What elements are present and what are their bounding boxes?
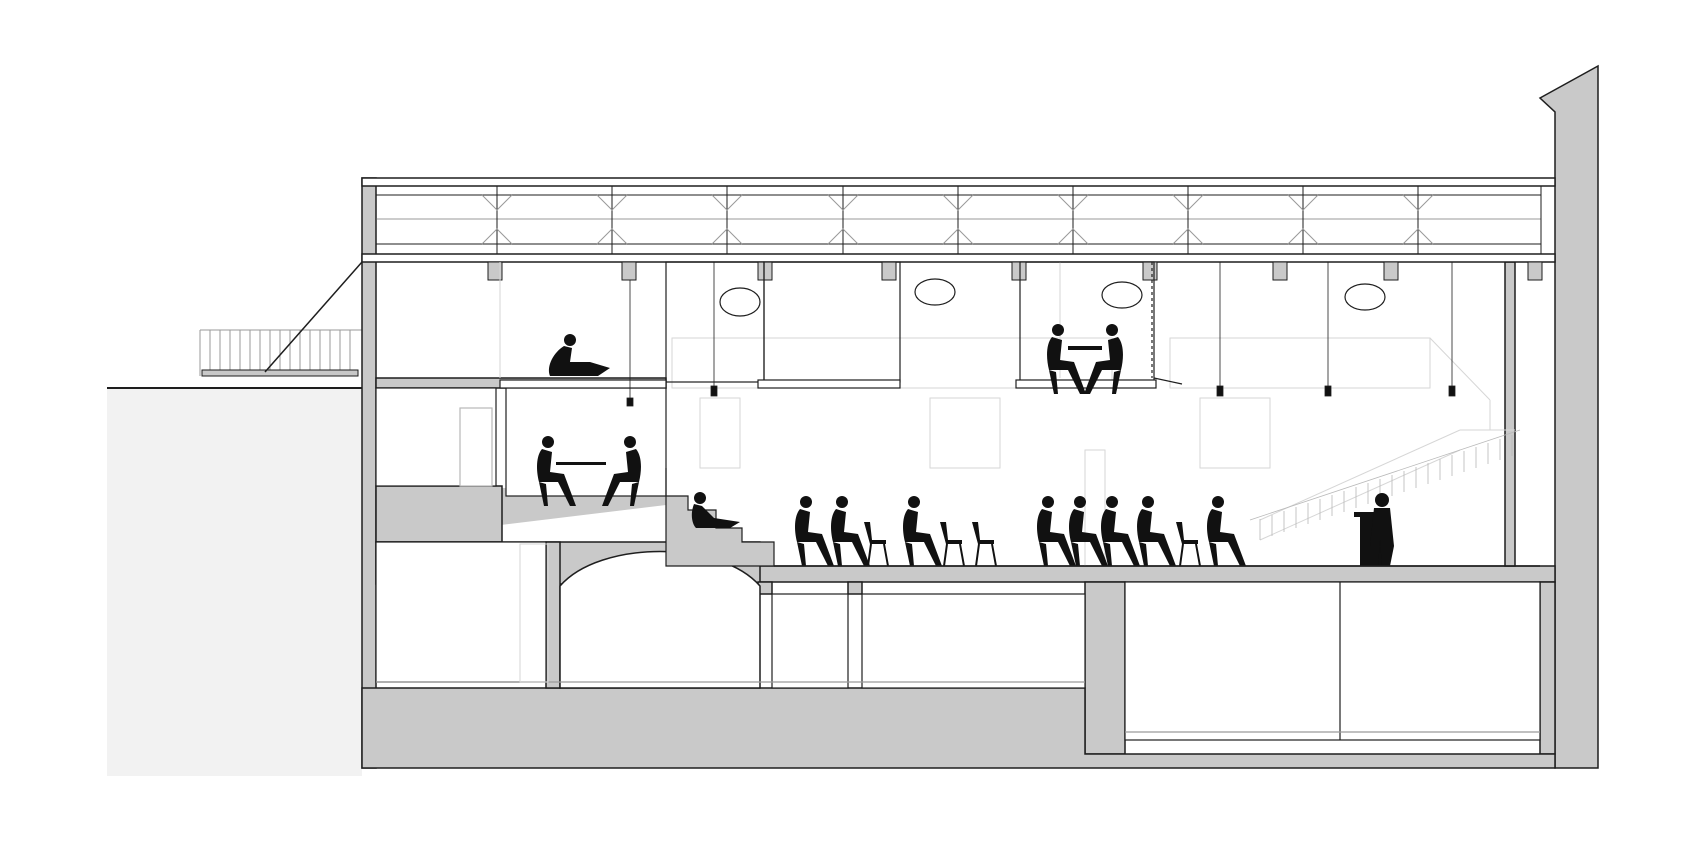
oval-skylights	[719, 278, 1386, 317]
office-table	[556, 462, 606, 465]
stair-railing	[1249, 429, 1521, 540]
exterior-terrace	[199, 261, 363, 377]
empty-chair-2	[939, 521, 965, 567]
roof-truss	[361, 177, 1556, 263]
audience-member-1	[795, 496, 834, 566]
person-lounging	[548, 334, 610, 376]
person-on-steps	[691, 492, 740, 528]
people	[537, 324, 1394, 567]
audience-row-back	[1037, 496, 1246, 567]
suspended-meeting-boxes	[499, 261, 1183, 389]
ceiling-beams	[487, 261, 1543, 281]
basement-rooms	[375, 541, 1541, 741]
speaker	[1370, 493, 1394, 566]
side-rooms	[375, 387, 667, 497]
pendant-lights	[626, 262, 1456, 407]
stepped-seating	[665, 468, 775, 567]
empty-chair-3	[971, 521, 997, 567]
audience-member-6	[1101, 496, 1140, 566]
exterior-ground	[107, 387, 362, 776]
empty-chair-1	[863, 521, 889, 567]
audience-row-front	[795, 496, 997, 567]
empty-chair-4	[1175, 521, 1201, 567]
audience-member-3	[903, 496, 942, 566]
audience-member-2	[831, 496, 870, 566]
meeting-table	[1068, 346, 1102, 350]
vaulted-arch	[559, 550, 761, 689]
audience-member-7	[1137, 496, 1176, 566]
audience-member-8	[1207, 496, 1246, 566]
